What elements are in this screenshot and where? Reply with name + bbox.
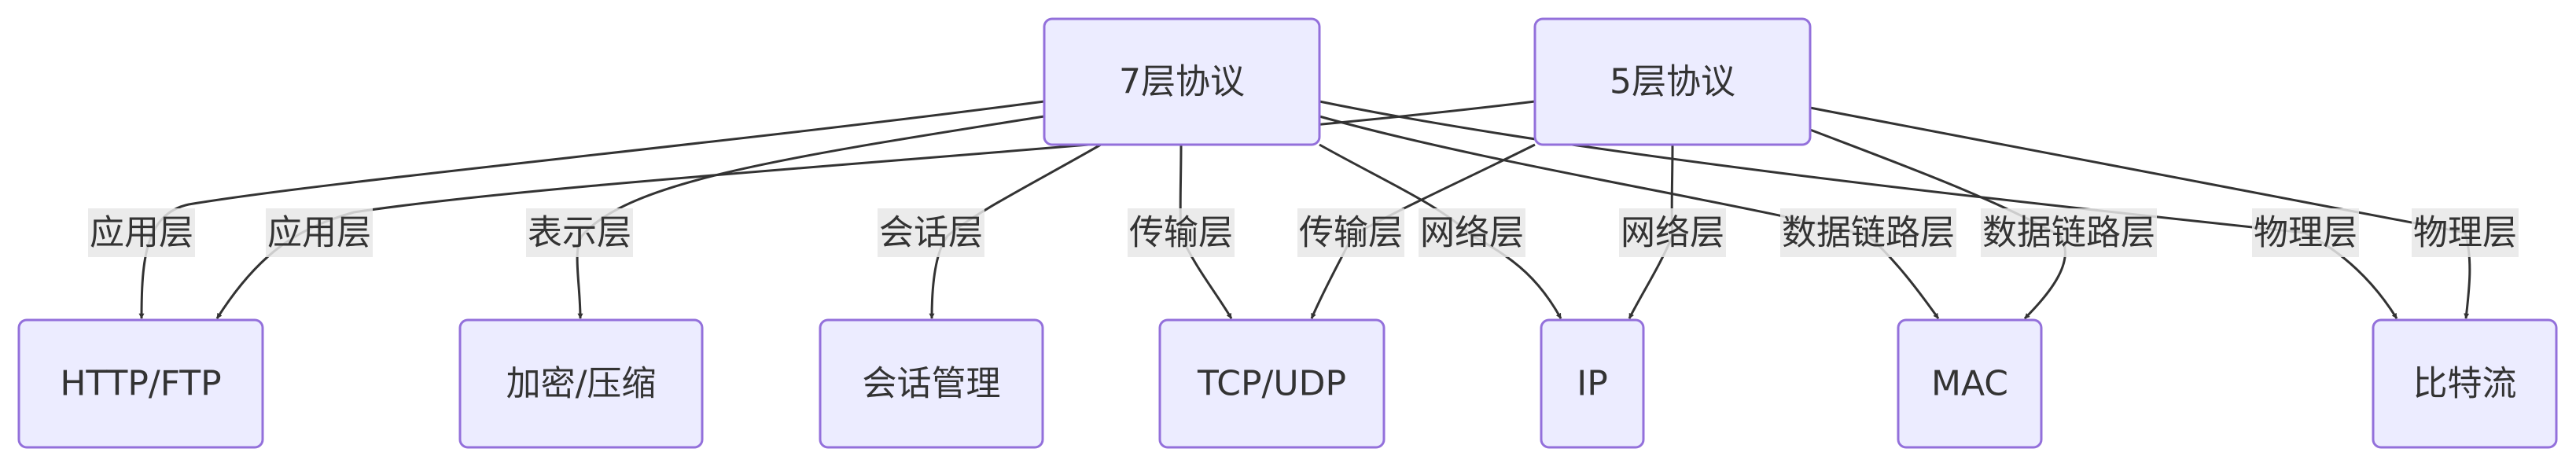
node-ip: IP [1540, 318, 1645, 449]
node-top5: 5层协议 [1533, 17, 1812, 146]
edge-top7-to-bits [1319, 100, 2398, 319]
edge-label: 物理层 [2252, 208, 2359, 257]
node-box [1043, 17, 1321, 146]
edge-label-text: 数据链路层 [1782, 213, 1955, 253]
node-session: 会话管理 [819, 318, 1044, 449]
node-label: 7层协议 [1119, 62, 1245, 102]
edge-label: 网络层 [1419, 208, 1525, 257]
node-box [819, 318, 1044, 449]
edge-label: 物理层 [2412, 208, 2519, 257]
node-box [1533, 17, 1812, 146]
edge-label: 传输层 [1128, 208, 1235, 257]
edge-label-background [88, 208, 195, 257]
edge-label-background [1619, 208, 1726, 257]
node-label: IP [1577, 364, 1608, 404]
node-label: 会话管理 [863, 364, 1001, 404]
node-label: MAC [1931, 364, 2008, 404]
node-box [458, 318, 704, 449]
edge-label-background [2412, 208, 2519, 257]
edge-label-text: 应用层 [267, 213, 371, 253]
edge-label-background [1297, 208, 1404, 257]
edge-label-text: 物理层 [2413, 213, 2517, 253]
nodes-layer: 7层协议 5层协议 HTTP/FTP 加密/压缩 会话管理 TCP/UDP IP MAC 比特流 [17, 17, 2558, 449]
node-crypt: 加密/压缩 [458, 318, 704, 449]
edge-label: 数据链路层 [1780, 208, 1956, 257]
edge-top7-to-crypt [576, 115, 1045, 319]
edge-label-text: 传输层 [1299, 213, 1403, 253]
edge-label-background [1780, 208, 1956, 257]
node-http: HTTP/FTP [17, 318, 264, 449]
edge-top5-to-bits [1809, 106, 2471, 319]
edge-label-background [1981, 208, 2157, 257]
edge-label: 数据链路层 [1981, 208, 2157, 257]
node-label: 加密/压缩 [506, 364, 657, 404]
edge-label: 传输层 [1297, 208, 1404, 257]
edge-label-text: 网络层 [1420, 213, 1524, 253]
edge-label: 会话层 [878, 208, 984, 257]
edge-label-background [526, 208, 633, 257]
node-tcp: TCP/UDP [1158, 318, 1386, 449]
node-box [2372, 318, 2558, 449]
edge-label-text: 应用层 [90, 213, 193, 253]
edge-label: 网络层 [1619, 208, 1726, 257]
node-mac: MAC [1897, 318, 2043, 449]
node-top7: 7层协议 [1043, 17, 1321, 146]
edge-label-text: 数据链路层 [1982, 213, 2155, 253]
node-label: 比特流 [2413, 364, 2517, 404]
edge-label: 应用层 [266, 208, 373, 257]
node-box [1540, 318, 1645, 449]
node-label: 5层协议 [1610, 62, 1735, 102]
edge-label-background [1128, 208, 1235, 257]
edge-label: 表示层 [526, 208, 633, 257]
node-label: HTTP/FTP [60, 364, 221, 404]
edge-label-text: 传输层 [1129, 213, 1233, 253]
node-label: TCP/UDP [1197, 364, 1346, 404]
edge-label-text: 表示层 [528, 213, 631, 253]
edge-label-text: 会话层 [879, 213, 983, 253]
edge-label-background [266, 208, 373, 257]
node-box [1897, 318, 2043, 449]
edge-top7-to-mac [1319, 115, 1940, 319]
edge-label-background [2252, 208, 2359, 257]
edge-label-background [878, 208, 984, 257]
edge-label-background [1419, 208, 1525, 257]
node-box [1158, 318, 1386, 449]
edge-labels-layer: 应用层应用层表示层会话层传输层传输层网络层网络层数据链路层数据链路层物理层物理层 [88, 208, 2519, 257]
edge-label-text: 物理层 [2254, 213, 2357, 253]
node-bits: 比特流 [2372, 318, 2558, 449]
edge-label-text: 网络层 [1621, 213, 1724, 253]
edge-label: 应用层 [88, 208, 195, 257]
node-box [17, 318, 264, 449]
